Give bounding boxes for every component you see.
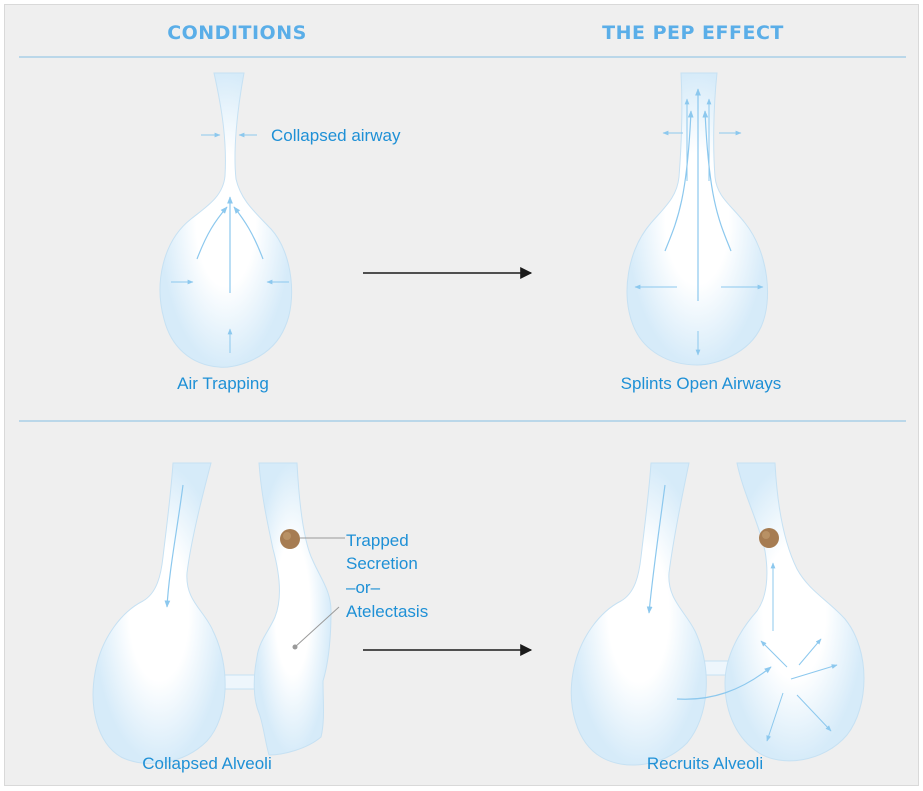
trapped-secretion-icon [280, 529, 300, 549]
label-trapped: Trapped [346, 531, 409, 550]
label-collapsed-airway: Collapsed airway [271, 126, 401, 145]
collapsed-alveoli-group [92, 462, 345, 764]
label-air-trapping: Air Trapping [177, 374, 269, 393]
label-or: –or– [346, 578, 381, 597]
air-trapping-balloon [159, 72, 293, 368]
label-atelectasis: Atelectasis [346, 602, 428, 621]
diagram-canvas: CONDITIONS THE PEP EFFECT Collapsed airw… [4, 4, 919, 786]
label-splints-open: Splints Open Airways [621, 374, 782, 393]
label-recruits-alveoli: Recruits Alveoli [647, 754, 763, 773]
trapped-secretion-icon-right [759, 528, 779, 548]
header-conditions: CONDITIONS [167, 22, 307, 44]
label-secretion: Secretion [346, 554, 418, 573]
label-collapsed-alveoli: Collapsed Alveoli [142, 754, 271, 773]
splinted-airway-balloon [626, 72, 769, 366]
recruited-alveoli-group [570, 462, 865, 766]
header-pep-effect: THE PEP EFFECT [602, 22, 784, 44]
